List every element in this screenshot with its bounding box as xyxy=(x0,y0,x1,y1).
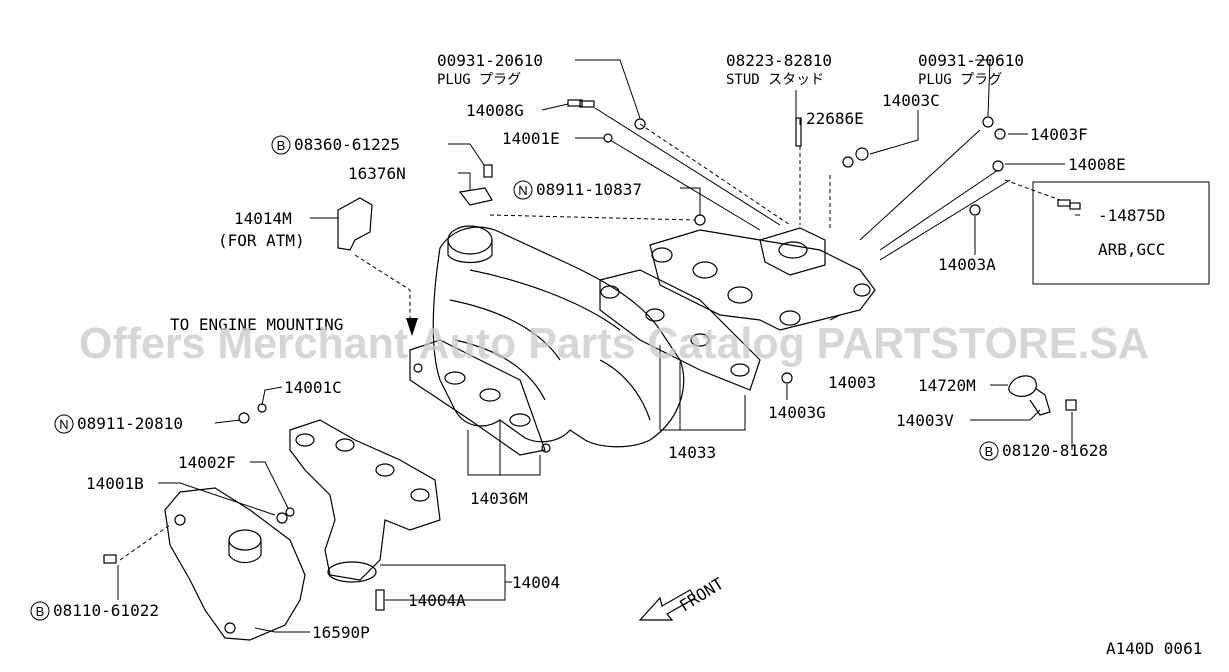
label-plug-right-text: PLUG プラグ xyxy=(918,72,1002,88)
label-14003g: 14003G xyxy=(768,403,826,422)
svg-text:N: N xyxy=(518,183,527,198)
intake-manifold xyxy=(432,226,685,448)
label-14033: 14033 xyxy=(668,443,716,462)
arb-gcc-box xyxy=(1032,181,1210,285)
label-08911-10837: 08911-10837 xyxy=(536,180,642,199)
label-14003c: 14003C xyxy=(882,91,940,110)
label-14004: 14004 xyxy=(512,573,560,592)
watermark: Offers Merchant Auto Parts Catalog PARTS… xyxy=(79,319,1149,368)
label-14008e: 14008E xyxy=(1068,155,1126,174)
part-labels: 00931-20610 PLUG プラグ 08223-82810 STUD スタ… xyxy=(53,51,1202,658)
front-arrow xyxy=(638,589,696,621)
bracket-14014m xyxy=(337,197,373,251)
label-08110-61022: 08110-61022 xyxy=(53,601,159,620)
label-for-atm: (FOR ATM) xyxy=(218,231,305,250)
label-14014m: 14014M xyxy=(234,209,292,228)
label-14003a: 14003A xyxy=(938,255,996,274)
exhaust-manifold-14003 xyxy=(649,227,876,331)
label-stud-text: STUD スタッド xyxy=(726,72,824,88)
label-ref-code: A140D 0061 xyxy=(1106,639,1202,658)
circle-symbol-b-08110: B xyxy=(30,601,50,621)
leader-lines xyxy=(117,59,1080,633)
svg-text:B: B xyxy=(985,444,994,459)
label-08120-81628: 08120-81628 xyxy=(1002,441,1108,460)
label-16590p: 16590P xyxy=(312,623,370,642)
label-14720m: 14720M xyxy=(918,376,976,395)
gasket-14720m xyxy=(1008,375,1037,397)
intake-cap xyxy=(447,225,493,255)
label-14003f: 14003F xyxy=(1030,125,1088,144)
label-14002f: 14002F xyxy=(178,453,236,472)
label-stud-code: 08223-82810 xyxy=(726,51,832,70)
gasket-14033 xyxy=(599,269,761,391)
circle-symbol-b-08120: B xyxy=(979,441,999,461)
label-14036m: 14036M xyxy=(470,489,528,508)
engine-mounting-arrow xyxy=(406,318,418,336)
label-14001b: 14001B xyxy=(86,474,144,493)
label-plug-left-text: PLUG プラグ xyxy=(437,72,521,88)
label-08360-61225: 08360-61225 xyxy=(294,135,400,154)
label-08911-20810: 08911-20810 xyxy=(77,414,183,433)
label-front: FRONT xyxy=(676,574,727,616)
label-22686e: 22686E xyxy=(806,109,864,128)
circle-symbol-b-08360: B xyxy=(271,135,291,155)
label-16376n: 16376N xyxy=(348,164,406,183)
long-studs xyxy=(594,107,1011,261)
label-14875d: -14875D xyxy=(1098,206,1165,225)
exhaust-manifold-14004 xyxy=(289,419,441,583)
heat-shield-16590p xyxy=(164,487,306,641)
label-14003: 14003 xyxy=(828,373,876,392)
intake-runners xyxy=(449,269,651,421)
label-plug-left-code: 00931-20610 xyxy=(437,51,543,70)
label-14003v: 14003V xyxy=(896,411,954,430)
svg-text:B: B xyxy=(36,604,45,619)
circle-symbol-n-08911-10837: N xyxy=(513,180,533,200)
label-14001c: 14001C xyxy=(284,378,342,397)
label-14004a: 14004A xyxy=(408,591,466,610)
svg-text:N: N xyxy=(59,417,68,432)
label-arb-gcc: ARB,GCC xyxy=(1098,240,1165,259)
label-14001e: 14001E xyxy=(502,129,560,148)
circle-symbol-n-08911-20810: N xyxy=(54,414,74,434)
label-to-engine-mounting: TO ENGINE MOUNTING xyxy=(170,315,343,334)
svg-text:B: B xyxy=(277,138,286,153)
label-14008g: 14008G xyxy=(466,101,524,120)
parts-drawing xyxy=(103,99,1081,641)
bracket-16376n xyxy=(458,187,493,206)
gasket-14036m xyxy=(409,339,551,456)
label-plug-right-code: 00931-20610 xyxy=(918,51,1024,70)
